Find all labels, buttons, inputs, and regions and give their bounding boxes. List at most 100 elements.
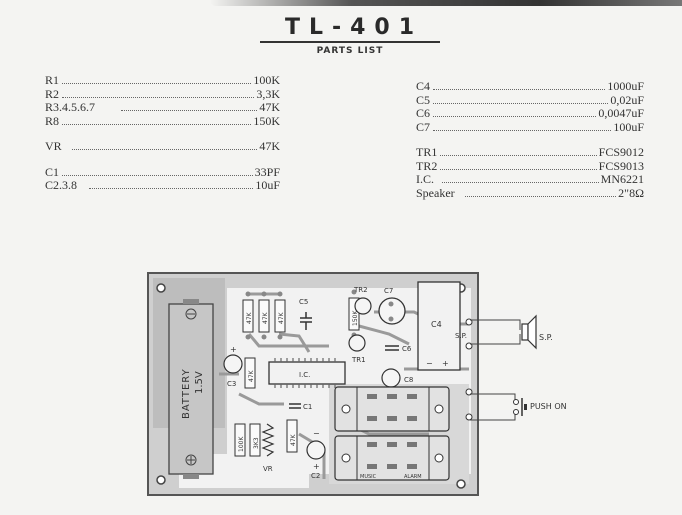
external-wiring <box>470 314 537 421</box>
part-value: FCS9012 <box>598 145 644 159</box>
c8-label: C8 <box>404 376 413 384</box>
part-value: 33PF <box>254 164 280 179</box>
c3-label: C3 <box>227 380 236 388</box>
header: TL-401 PARTS LIST <box>260 16 440 56</box>
part-ref: C5 <box>416 92 431 107</box>
ic-pins <box>274 358 336 388</box>
part-row: Speaker 2"8Ω <box>416 185 644 201</box>
resistor-47k <box>286 419 298 453</box>
battery-voltage: 1.5V <box>194 371 205 394</box>
c1-label: C1 <box>303 403 312 411</box>
part-row: VR 47K <box>45 140 280 154</box>
part-value: 2"8Ω <box>618 185 644 200</box>
pcb-board: BATTERY 1.5V 47K 47K <box>147 272 479 496</box>
transistor-tr1 <box>348 334 366 352</box>
part-value: 100uF <box>613 119 644 134</box>
capacitor-c3 <box>223 354 243 374</box>
leader-dots <box>464 195 617 197</box>
speaker-pad-label: S.P. <box>455 332 467 340</box>
part-ref: I.C. <box>416 172 434 186</box>
part-value: 0,02uF <box>610 92 644 107</box>
capacitor-c7 <box>378 297 406 325</box>
part-row: TR1 FCS9012 <box>416 146 644 160</box>
c7-label: C7 <box>384 287 393 295</box>
part-value: 47K <box>259 139 280 153</box>
battery-label: BATTERY <box>181 368 192 419</box>
page-subtitle: PARTS LIST <box>316 46 384 56</box>
c3-plus: + <box>230 345 237 354</box>
leader-dots <box>433 89 606 90</box>
part-ref: C2.3.8 <box>45 178 78 192</box>
leader-dots <box>440 155 597 156</box>
transistor-tr2 <box>354 297 372 315</box>
leader-dots <box>433 129 612 131</box>
c2-minus: − <box>313 429 320 438</box>
part-ref: VR <box>45 139 62 153</box>
r-150k-label: 150K <box>352 310 359 326</box>
push-on-label: PUSH ON <box>530 402 567 411</box>
part-value: 0,0047uF <box>598 106 644 120</box>
r-47k-label: 47K <box>290 433 297 446</box>
r-47k-label: 47K <box>278 311 285 324</box>
part-value: MN6221 <box>600 172 644 186</box>
part-row: I.C. MN6221 <box>416 173 644 187</box>
speaker-icon <box>521 314 537 350</box>
r-47k-label: 47K <box>262 311 269 324</box>
slide-switch-upper <box>334 386 450 432</box>
ic-label: I.C. <box>299 371 310 379</box>
leader-dots <box>433 102 609 104</box>
c2-label: C2 <box>311 472 320 480</box>
c4-label: C4 <box>431 320 442 329</box>
capacitor-c1 <box>289 403 301 409</box>
tr1-label: TR1 <box>351 356 366 364</box>
resistor-pads <box>245 289 357 340</box>
pcb-drawing: BATTERY 1.5V 47K 47K <box>153 278 473 489</box>
resistor-3k3 <box>249 423 261 457</box>
scan-edge-shadow <box>210 0 682 6</box>
speaker-label: S.P. <box>539 333 553 342</box>
capacitor-c8 <box>381 368 401 388</box>
part-ref: TR1 <box>416 145 438 159</box>
part-ref: C6 <box>416 106 431 120</box>
part-value: 1000uF <box>607 79 644 93</box>
capacitor-c5 <box>300 312 312 330</box>
parts-list-right: C4 1000uF C5 0,02uF C6 0,0047uF C7 100uF TR1… <box>416 80 644 200</box>
tr2-label: TR2 <box>353 286 368 294</box>
page-title: TL-401 <box>284 15 424 40</box>
part-row: C2.3.8 10uF <box>45 179 280 193</box>
push-switch-icon <box>513 398 527 416</box>
leader-dots <box>440 168 597 170</box>
resistor-100k <box>234 423 246 457</box>
part-ref: C4 <box>416 79 431 93</box>
capacitor-c4 <box>417 281 461 371</box>
leader-dots <box>71 149 258 150</box>
c4-minus: − <box>426 359 433 368</box>
part-value: 100K <box>253 73 280 87</box>
c4-plus: + <box>442 359 449 368</box>
battery-holder: BATTERY 1.5V <box>168 299 214 479</box>
c5-label: C5 <box>299 298 308 306</box>
slide-switch-lower: MUSIC ALARM <box>334 435 450 481</box>
r-100k-label: 100K <box>238 436 245 452</box>
capacitor-c6 <box>385 345 399 351</box>
capacitor-c2 <box>306 440 326 460</box>
r-47k-label: 47K <box>248 369 255 382</box>
part-value: 10uF <box>255 178 280 192</box>
leader-dots <box>442 182 599 183</box>
r-3k3-label: 3K3 <box>253 437 260 449</box>
part-ref: R8 <box>45 113 60 128</box>
part-ref: Speaker <box>416 185 455 200</box>
leader-dots <box>121 110 258 111</box>
part-ref: C7 <box>416 119 431 134</box>
part-row: C6 0,0047uF <box>416 107 644 121</box>
ic-chip <box>268 361 346 385</box>
part-value: 150K <box>253 113 280 128</box>
leader-dots <box>433 116 597 117</box>
leader-dots <box>62 123 252 125</box>
